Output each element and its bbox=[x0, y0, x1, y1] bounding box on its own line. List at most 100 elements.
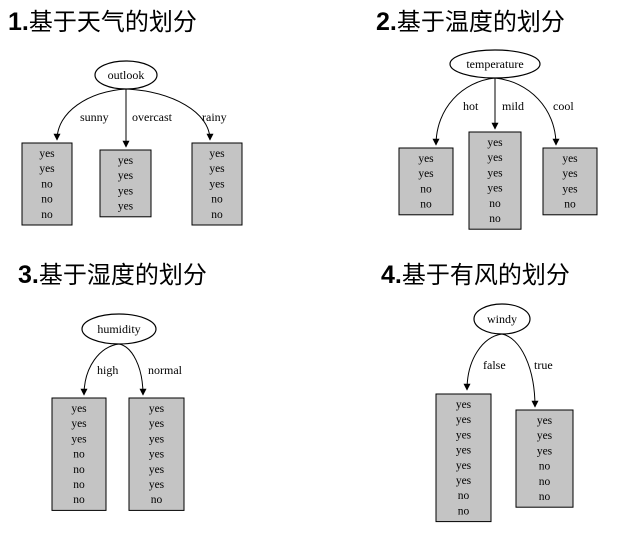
leaf-box bbox=[398, 147, 454, 216]
panel-1-heading: 基于天气的划分 bbox=[28, 8, 197, 36]
leaf-outcome: yes bbox=[562, 183, 578, 195]
leaf-outcome: yes bbox=[487, 152, 503, 164]
leaf-box bbox=[515, 409, 574, 508]
root-label: humidity bbox=[97, 322, 140, 336]
tree-temperature: temperaturehotyesyesnonomildyesyesyesyes… bbox=[398, 49, 598, 230]
leaf-outcome: yes bbox=[537, 430, 553, 442]
root-node-temperature: temperature bbox=[449, 49, 541, 79]
leaf-outcome: yes bbox=[487, 137, 503, 149]
edge-label-overcast: overcast bbox=[132, 110, 173, 124]
leaf-outcome: yes bbox=[209, 163, 225, 175]
panel-3-title: 3.基于湿度的划分 bbox=[18, 263, 207, 288]
leaf-outcome: yes bbox=[39, 148, 55, 160]
leaf-box bbox=[191, 142, 243, 226]
leaf-outcome: no bbox=[211, 209, 223, 221]
edge-label-true: true bbox=[534, 358, 553, 372]
edge-label-cool: cool bbox=[553, 99, 574, 113]
edge-high bbox=[80, 343, 120, 396]
leaf-outcome: yes bbox=[149, 464, 165, 476]
leaf-outcome: yes bbox=[149, 418, 165, 430]
leaf-outcome: yes bbox=[418, 168, 434, 180]
leaf-outcome: yes bbox=[487, 183, 503, 195]
leaf-hot: yes yes no no bbox=[398, 147, 454, 216]
leaf-outcome: no bbox=[564, 199, 576, 211]
leaf-outcome: yes bbox=[209, 148, 225, 160]
tree-windy: windyfalseyesyesyesyesyesyesnonotrueyesy… bbox=[435, 303, 574, 523]
edge-label-mild: mild bbox=[502, 99, 524, 113]
panel-3-heading: 基于湿度的划分 bbox=[38, 261, 207, 289]
leaf-outcome: no bbox=[458, 505, 470, 517]
leaf-outcome: yes bbox=[118, 185, 134, 197]
edge-false bbox=[463, 333, 503, 391]
leaf-box bbox=[468, 131, 522, 230]
leaf-outcome: yes bbox=[456, 445, 472, 457]
leaf-outcome: yes bbox=[418, 153, 434, 165]
leaf-outcome: yes bbox=[149, 433, 165, 445]
leaf-box bbox=[435, 393, 492, 523]
leaf-outcome: no bbox=[211, 194, 223, 206]
leaf-outcome: yes bbox=[456, 429, 472, 441]
leaf-box bbox=[51, 397, 107, 511]
leaf-outcome: no bbox=[151, 494, 163, 506]
leaf-outcome: no bbox=[539, 476, 551, 488]
panel-4-heading: 基于有风的划分 bbox=[401, 261, 570, 289]
leaf-cool: yes yes yes no bbox=[542, 147, 598, 216]
panel-4-number: 4. bbox=[381, 261, 402, 289]
edge-label-hot: hot bbox=[463, 99, 479, 113]
edge-sunny bbox=[53, 88, 127, 141]
root-label: outlook bbox=[108, 68, 145, 82]
leaf-box bbox=[128, 397, 185, 511]
leaf-outcome: yes bbox=[71, 403, 87, 415]
edge-label-sunny: sunny bbox=[80, 110, 109, 124]
root-node-humidity: humidity bbox=[81, 313, 157, 345]
edge-label-high: high bbox=[97, 363, 118, 377]
leaf-box bbox=[99, 149, 152, 218]
leaf-outcome: yes bbox=[39, 163, 55, 175]
leaf-outcome: yes bbox=[562, 168, 578, 180]
edge-cool bbox=[494, 77, 560, 146]
leaf-outcome: no bbox=[539, 461, 551, 473]
leaf-outcome: no bbox=[41, 209, 53, 221]
leaf-outcome: yes bbox=[118, 201, 134, 213]
leaf-outcome: yes bbox=[118, 170, 134, 182]
leaf-outcome: yes bbox=[456, 414, 472, 426]
leaf-outcome: yes bbox=[71, 418, 87, 430]
root-label: windy bbox=[487, 312, 517, 326]
panel-2-heading: 基于温度的划分 bbox=[396, 8, 565, 36]
leaf-outcome: no bbox=[489, 198, 501, 210]
panel-2-number: 2. bbox=[376, 8, 397, 36]
leaf-outcome: yes bbox=[487, 167, 503, 179]
leaf-outcome: yes bbox=[537, 415, 553, 427]
leaf-outcome: yes bbox=[537, 445, 553, 457]
leaf-outcome: yes bbox=[149, 449, 165, 461]
leaf-outcome: yes bbox=[209, 178, 225, 190]
leaf-box bbox=[21, 142, 73, 226]
edge-hot bbox=[432, 77, 496, 146]
leaf-outcome: no bbox=[41, 178, 53, 190]
leaf-outcome: no bbox=[420, 199, 432, 211]
leaf-outcome: yes bbox=[71, 433, 87, 445]
tree-humidity: humidityhighyesyesyesnononononormalyesye… bbox=[51, 313, 185, 511]
leaf-outcome: yes bbox=[562, 153, 578, 165]
leaf-outcome: no bbox=[73, 494, 85, 506]
root-node-windy: windy bbox=[473, 303, 531, 335]
root-node-outlook: outlook bbox=[94, 60, 158, 90]
leaf-outcome: no bbox=[41, 194, 53, 206]
tree-outlook: outlooksunnyyesyesnononoovercastyesyesye… bbox=[21, 60, 243, 226]
leaf-mild: yes yes yes yes no no bbox=[468, 131, 522, 230]
edge-normal bbox=[118, 343, 147, 396]
leaf-outcome: no bbox=[489, 213, 501, 225]
leaf-outcome: yes bbox=[456, 460, 472, 472]
panel-4-title: 4.基于有风的划分 bbox=[381, 263, 570, 288]
leaf-outcome: no bbox=[73, 449, 85, 461]
leaf-outcome: yes bbox=[118, 155, 134, 167]
panel-3-number: 3. bbox=[18, 261, 39, 289]
leaf-sunny: yes yes no no no bbox=[21, 142, 73, 226]
leaf-outcome: no bbox=[420, 183, 432, 195]
edge-true bbox=[501, 333, 539, 408]
